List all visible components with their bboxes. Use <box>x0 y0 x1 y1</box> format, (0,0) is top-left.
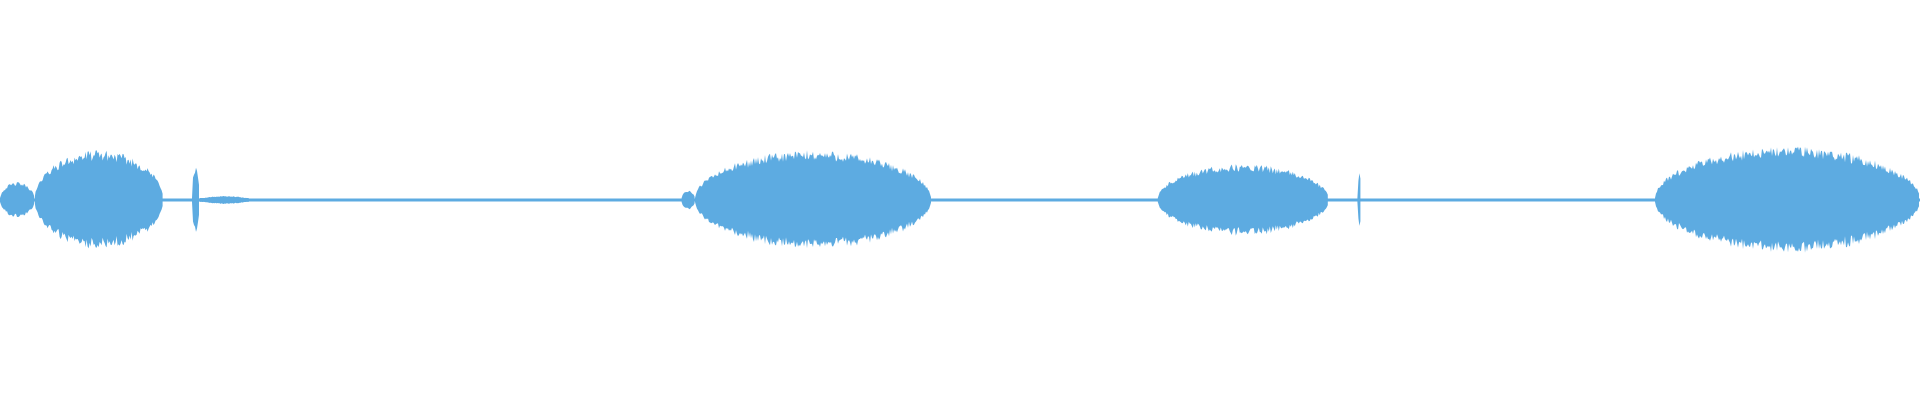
waveform-burst-9 <box>1655 146 1919 253</box>
waveform-burst-1 <box>0 182 34 217</box>
waveform-burst-7 <box>1157 164 1328 236</box>
waveform-baseline <box>0 198 1920 202</box>
waveform-burst-2 <box>34 150 163 249</box>
waveform-burst-8 <box>1357 173 1361 226</box>
waveform-burst-6 <box>695 150 931 249</box>
waveform-burst-4 <box>199 196 249 204</box>
waveform-burst-5 <box>681 190 695 210</box>
waveform-burst-3 <box>192 167 199 232</box>
